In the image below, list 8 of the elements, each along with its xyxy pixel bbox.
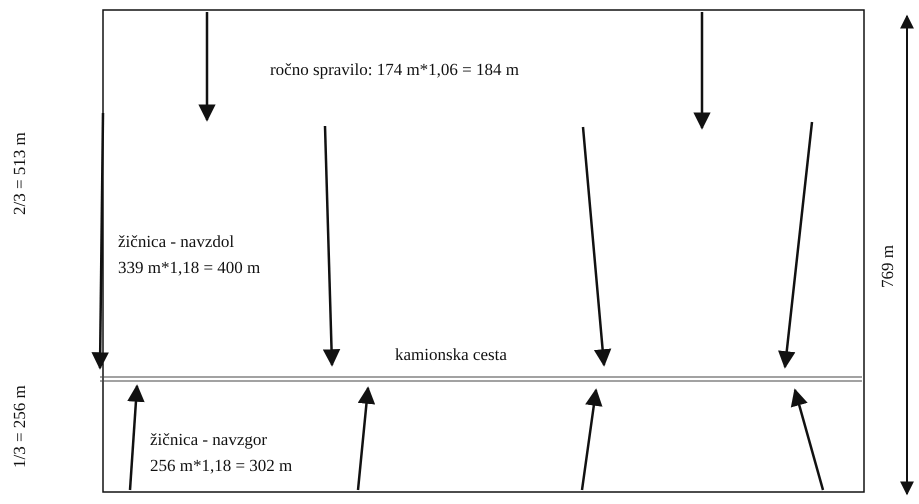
dimension-label: 769 m <box>878 245 898 288</box>
cable-label: žičnica - navzgor <box>150 430 268 450</box>
area-label: ročno spravilo: 174 m*1,06 = 184 m <box>270 60 519 80</box>
length-label: 256 m*1,18 = 302 m <box>150 456 292 476</box>
length-label: 339 m*1,18 = 400 m <box>118 258 260 278</box>
dimension-label: 1/3 = 256 m <box>10 385 30 468</box>
cable-label: žičnica - navzdol <box>118 232 234 252</box>
dimension-label: 2/3 = 513 m <box>10 132 30 215</box>
